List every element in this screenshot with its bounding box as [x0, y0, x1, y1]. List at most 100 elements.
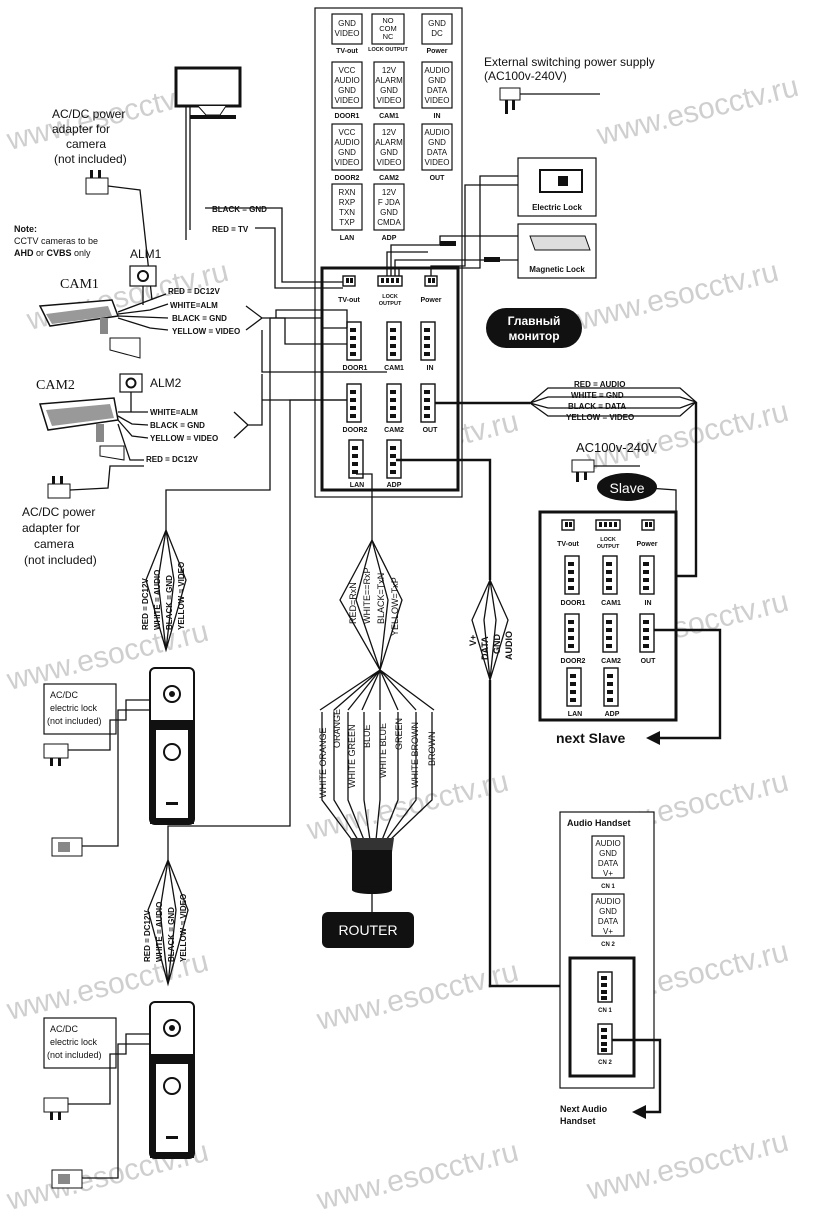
pin-text: DATA	[598, 859, 619, 868]
pin-text: GND	[428, 138, 446, 147]
slave-badge: Slave	[597, 473, 657, 501]
cam1-wire-label: RED = DC12V	[168, 287, 220, 296]
adapter-text: AC/DC power	[22, 505, 95, 519]
adp-fan	[471, 579, 509, 683]
pinout-box-in	[421, 61, 453, 109]
pinout-label: TV-out	[336, 48, 358, 55]
pin-text: DATA	[427, 86, 448, 95]
door-station-1	[149, 667, 195, 825]
pin-text: VIDEO	[335, 96, 360, 105]
badge-line2: монитор	[508, 329, 559, 343]
ext-power-text: External switching power supply	[484, 55, 655, 69]
port-label: LOCK	[600, 537, 616, 543]
cam2-wire-label: BLACK = GND	[150, 421, 205, 430]
port-label: LOCK	[382, 294, 398, 300]
door2-trunk	[167, 399, 347, 860]
port-label: ADP	[387, 482, 402, 489]
slave-power-text: AC100v-240V	[576, 440, 657, 455]
tv-wire-label: BLACK = GND	[212, 205, 267, 214]
pin-text: COM	[379, 24, 397, 33]
camera2-icon	[39, 397, 125, 461]
lock-icon	[51, 709, 150, 857]
rj45-wires	[321, 712, 433, 841]
pin-text: VIDEO	[377, 96, 402, 105]
power-plug-icon	[571, 459, 640, 482]
pin-text: NC	[383, 32, 394, 41]
rj45-connector-icon	[350, 838, 394, 894]
cam1-label: CAM1	[60, 277, 99, 292]
rj45-label: BLUE	[362, 724, 372, 748]
port-label: DOOR2	[561, 658, 586, 665]
camera1-icon	[38, 299, 141, 359]
tv-wires	[185, 106, 191, 240]
pin-text: F JDA	[378, 198, 401, 207]
adapter-text: (not included)	[54, 152, 127, 166]
door2-fan	[147, 859, 189, 987]
pin-text: GND	[428, 76, 446, 85]
arrow-icon	[632, 1105, 646, 1119]
cam1-wires	[117, 286, 169, 331]
adp-wire-label: DATA	[480, 636, 490, 660]
lock-note-text: (not included)	[47, 1050, 102, 1060]
cam2-wire-label: YELLOW = VIDEO	[150, 434, 218, 443]
pin-text: ALARM	[375, 76, 403, 85]
pinout-label: ADP	[382, 235, 397, 242]
pin-text: TXN	[339, 208, 355, 217]
adp-wire-label: GND	[492, 634, 502, 655]
ext-power-text: (AC100v-240V)	[484, 69, 567, 83]
cam1-wire-label: YELLOW = VIDEO	[172, 327, 240, 336]
rj45-label: GREEN	[394, 718, 404, 750]
pinout-box-adp	[373, 183, 405, 231]
magnetic-lock-label: Magnetic Lock	[529, 265, 585, 274]
lock-note-text: electric lock	[50, 1037, 98, 1047]
note-text: AHD or CVBS only	[14, 248, 91, 258]
pinout-label: CAM1	[379, 113, 399, 120]
audio-handset: Audio Handset AUDIO GND DATA V+ CN 1 AUD…	[559, 811, 655, 1089]
port-label: Power	[636, 541, 657, 548]
pin-text: GND	[599, 907, 617, 916]
lan-trunk	[356, 473, 373, 540]
cn1-box	[591, 835, 625, 879]
door1-trunk	[165, 317, 347, 530]
pin-text: VIDEO	[425, 96, 450, 105]
pin-text: GND	[599, 849, 617, 858]
door-wire-label: YELLOW = VIDEO	[179, 894, 188, 962]
adapter-text: adapter for	[22, 521, 80, 535]
pinout-box-lock	[371, 13, 405, 45]
rj45-label: ORANGE	[332, 709, 342, 748]
pinout-box-tvout	[331, 13, 363, 45]
adp-wire-label: V+	[468, 635, 478, 646]
pin-text: AUDIO	[334, 138, 359, 147]
port-label: TV-out	[557, 541, 579, 548]
rj45-label: WHITE ORANGE	[318, 727, 328, 798]
door-station-2	[149, 1001, 195, 1159]
pin-text: VIDEO	[377, 158, 402, 167]
pin-text: TXP	[339, 218, 355, 227]
port-label: IN	[427, 365, 434, 372]
watermark: www.esocctv.ru	[313, 1135, 522, 1217]
handset-title: Audio Handset	[567, 818, 631, 828]
port-label: LAN	[568, 711, 582, 718]
out-wire-label: RED = AUDIO	[574, 380, 626, 389]
note-title: Note:	[14, 224, 37, 234]
pin-text: GND	[428, 19, 446, 28]
rj45-label: WHITE GREEN	[347, 724, 357, 788]
pin-text: V+	[603, 927, 613, 936]
out-wire-label: WHITE = GND	[571, 391, 624, 400]
port-label: DOOR1	[561, 600, 586, 607]
pin-text: DATA	[427, 148, 448, 157]
cn-label: CN 2	[601, 942, 615, 948]
lock-note-box	[43, 1017, 117, 1069]
pinout-label: LAN	[340, 235, 354, 242]
port-label: Power	[420, 297, 441, 304]
alm1-label: ALM1	[130, 247, 162, 261]
port-label: CAM1	[384, 365, 404, 372]
cam2-wires	[117, 392, 149, 461]
rj45-label: BROWN	[427, 732, 437, 767]
pin-text: VIDEO	[425, 158, 450, 167]
lock-icon	[51, 1043, 150, 1189]
router: ROUTER	[322, 912, 414, 948]
next-handset-label: Handset	[560, 1116, 596, 1126]
port-label: OUT	[641, 658, 657, 665]
